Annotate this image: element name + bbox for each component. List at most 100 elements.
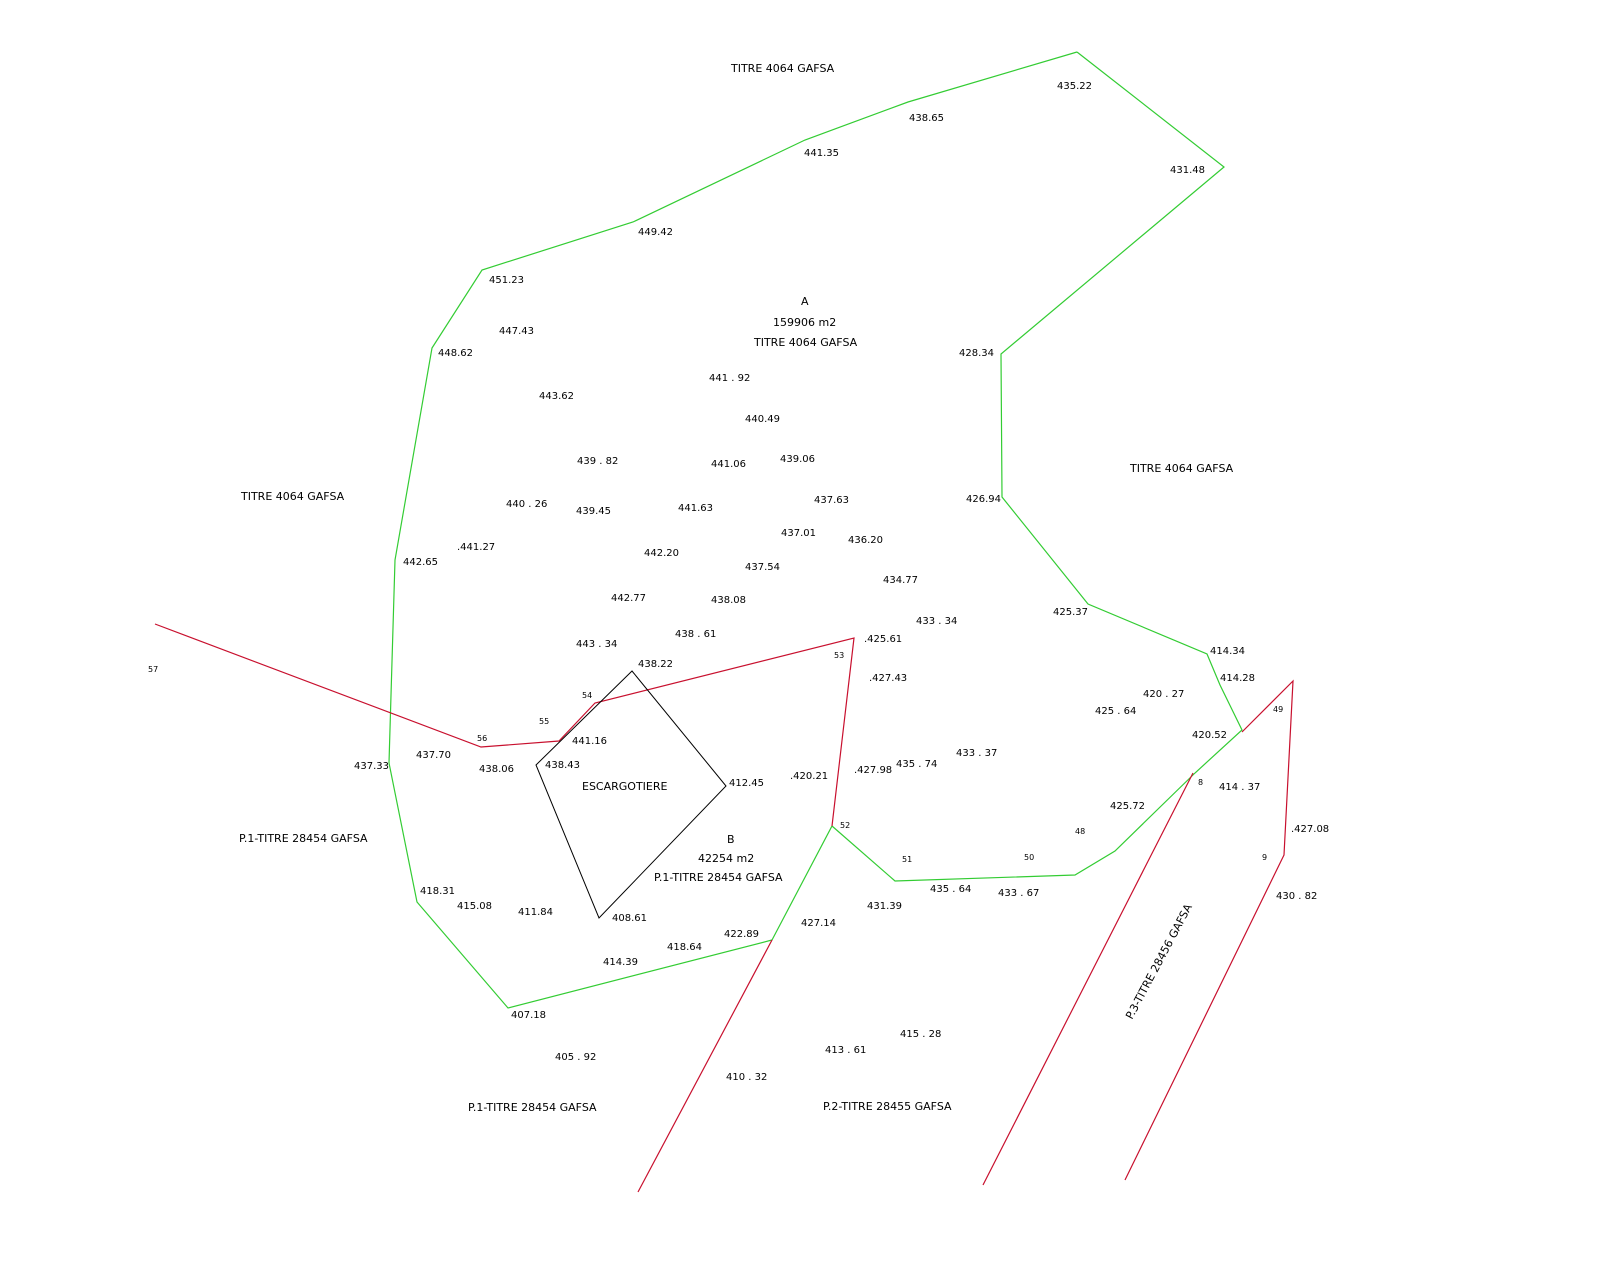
- elevation: 438.65: [909, 113, 944, 124]
- elevation: 427.14: [801, 918, 836, 929]
- road-line-east-2: [1124, 679, 1294, 1181]
- elevation: 438.08: [711, 595, 746, 606]
- neighbor-label: P.1-TITRE 28454 GAFSA: [468, 1101, 597, 1114]
- parcel-b-title: P.1-TITRE 28454 GAFSA: [654, 871, 783, 884]
- escargotiere-label: ESCARGOTIERE: [582, 780, 668, 793]
- elevation: .420.21: [790, 771, 828, 782]
- elevation: 425 . 64: [1095, 706, 1136, 717]
- elevation: 413 . 61: [825, 1045, 866, 1056]
- neighbor-label: TITRE 4064 GAFSA: [730, 62, 835, 75]
- elevation: 426.94: [966, 494, 1001, 505]
- point-id: 9: [1262, 853, 1267, 862]
- elevation: 420 . 27: [1143, 689, 1184, 700]
- elevation: 418.31: [420, 886, 455, 897]
- elevation: .425.61: [864, 634, 902, 645]
- elevation: 435.22: [1057, 81, 1092, 92]
- elevation: 422.89: [724, 929, 759, 940]
- elevation: 438.22: [638, 659, 673, 670]
- elevation: 428.34: [959, 348, 994, 359]
- elevation: 415 . 28: [900, 1029, 941, 1040]
- parcel-a-title: TITRE 4064 GAFSA: [753, 336, 858, 349]
- elevation: 433 . 67: [998, 888, 1039, 899]
- elevation: 435 . 74: [896, 759, 937, 770]
- elevation: 442.77: [611, 593, 646, 604]
- elevation: 408.61: [612, 913, 647, 924]
- elevation: 443 . 34: [576, 639, 617, 650]
- elevation: 439.06: [780, 454, 815, 465]
- neighbor-label: P.1-TITRE 28454 GAFSA: [239, 832, 368, 845]
- elevation: 440 . 26: [506, 499, 547, 510]
- point-id: 50: [1024, 853, 1034, 862]
- elevation: 441.35: [804, 148, 839, 159]
- elevation: .427.08: [1291, 824, 1329, 835]
- elevation: 449.42: [638, 227, 673, 238]
- elevation: 414.39: [603, 957, 638, 968]
- elevation: 431.48: [1170, 165, 1205, 176]
- elevation: 437.70: [416, 750, 451, 761]
- elevation: 412.45: [729, 778, 764, 789]
- elevation: 435 . 64: [930, 884, 971, 895]
- elevation: 437.54: [745, 562, 780, 573]
- road-line-east-1: [982, 772, 1194, 1186]
- point-id: 55: [539, 717, 549, 726]
- neighbor-label: P.2-TITRE 28455 GAFSA: [823, 1100, 952, 1113]
- elevation: 440.49: [745, 414, 780, 425]
- elevation: 447.43: [499, 326, 534, 337]
- point-id: 48: [1075, 827, 1085, 836]
- neighbor-label: TITRE 4064 GAFSA: [1129, 462, 1234, 475]
- elevation: 410 . 32: [726, 1072, 767, 1083]
- point-id: 53: [834, 651, 844, 660]
- elevation: 438.06: [479, 764, 514, 775]
- elevation: .427.43: [869, 673, 907, 684]
- elevation: 414 . 37: [1219, 782, 1260, 793]
- elevation: 411.84: [518, 907, 553, 918]
- point-id: 8: [1198, 778, 1203, 787]
- elevation: 415.08: [457, 901, 492, 912]
- elevation: 441.06: [711, 459, 746, 470]
- elevation: 433 . 37: [956, 748, 997, 759]
- elevation-labels: 435.22 438.65 441.35 431.48 449.42 451.2…: [354, 81, 1329, 1083]
- neighbor-label: TITRE 4064 GAFSA: [240, 490, 345, 503]
- point-id: 56: [477, 734, 487, 743]
- elevation: 418.64: [667, 942, 702, 953]
- point-id: 57: [148, 665, 158, 674]
- elevation: 414.28: [1220, 673, 1255, 684]
- point-id: 49: [1273, 705, 1283, 714]
- elevation: 441.16: [572, 736, 607, 747]
- elevation: 439.45: [576, 506, 611, 517]
- elevation: 407.18: [511, 1010, 546, 1021]
- road-line-north: [154, 623, 855, 827]
- elevation: 437.01: [781, 528, 816, 539]
- elevation: 442.65: [403, 557, 438, 568]
- parcel-a-letter: A: [801, 295, 809, 308]
- elevation: 448.62: [438, 348, 473, 359]
- elevation: .427.98: [854, 765, 892, 776]
- parcel-a-boundary: [388, 51, 1243, 1009]
- elevation: 433 . 34: [916, 616, 957, 627]
- elevation: 439 . 82: [577, 456, 618, 467]
- elevation: 438 . 61: [675, 629, 716, 640]
- elevation: 425.72: [1110, 801, 1145, 812]
- elevation: 420.52: [1192, 730, 1227, 741]
- elevation: 436.20: [848, 535, 883, 546]
- elevation: 414.34: [1210, 646, 1245, 657]
- parcel-b-letter: B: [727, 833, 735, 846]
- elevation: 425.37: [1053, 607, 1088, 618]
- elevation: 437.33: [354, 761, 389, 772]
- parcel-a-area: 159906 m2: [773, 316, 836, 329]
- elevation: 405 . 92: [555, 1052, 596, 1063]
- elevation: 451.23: [489, 275, 524, 286]
- road-line-south: [637, 939, 773, 1193]
- parcel-b-area: 42254 m2: [698, 852, 754, 865]
- elevation: 441.63: [678, 503, 713, 514]
- elevation: 437.63: [814, 495, 849, 506]
- point-id: 54: [582, 691, 592, 700]
- elevation: 431.39: [867, 901, 902, 912]
- elevation: 434.77: [883, 575, 918, 586]
- elevation: 442.20: [644, 548, 679, 559]
- elevation: 430 . 82: [1276, 891, 1317, 902]
- point-id: 51: [902, 855, 912, 864]
- neighbor-label: P.3-TITRE 28456 GAFSA: [1123, 901, 1195, 1021]
